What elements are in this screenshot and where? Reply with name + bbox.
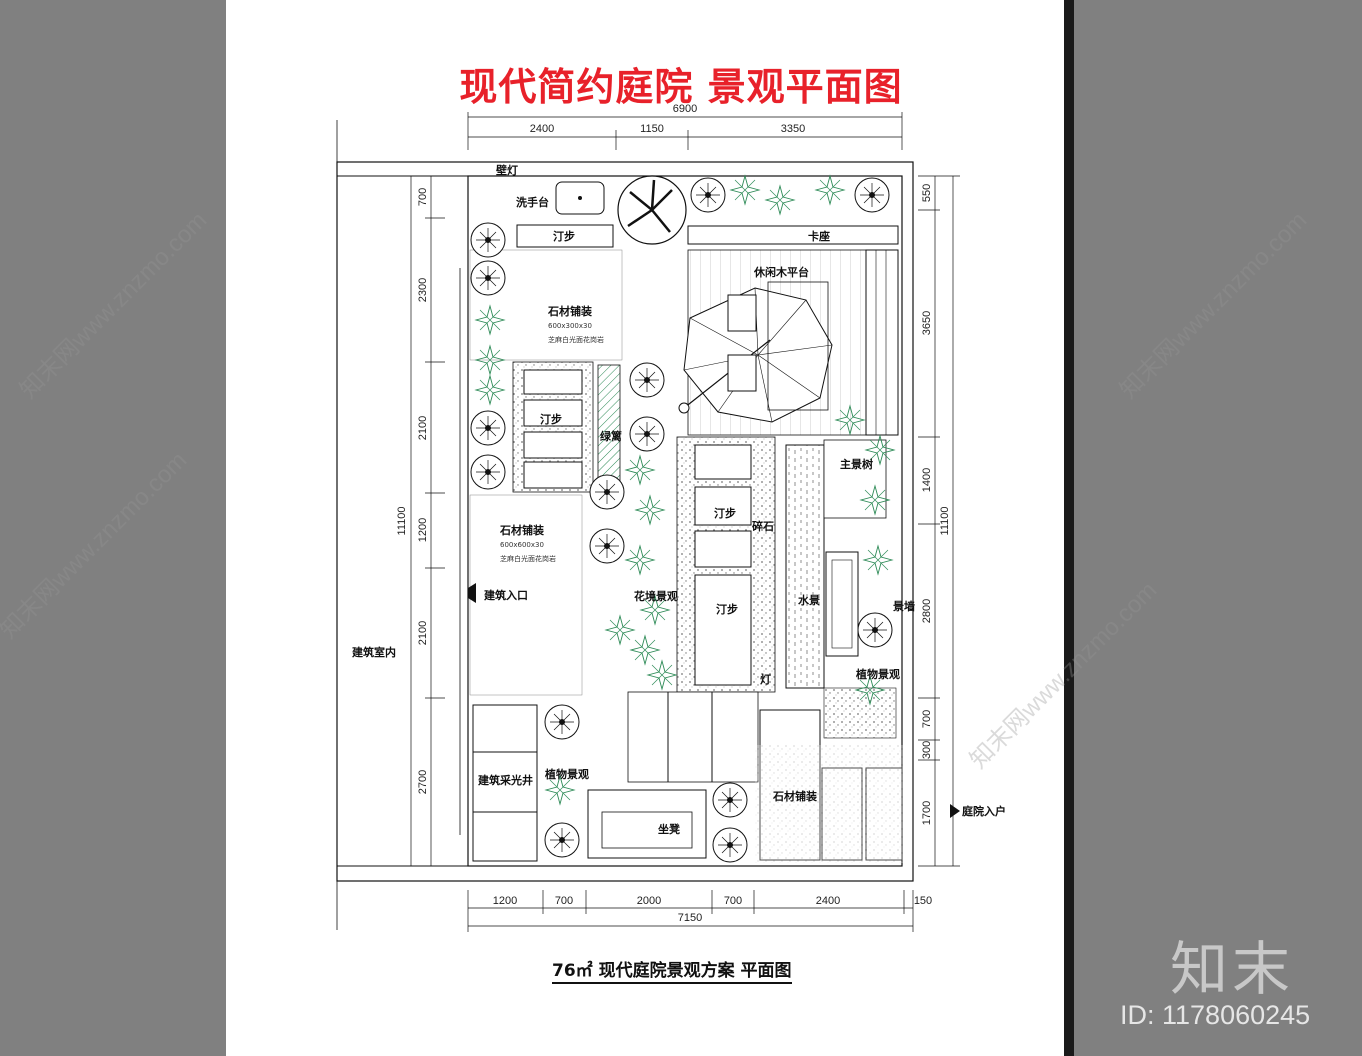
garden-boundary: [467, 175, 903, 867]
dim-right-c: 1400: [921, 468, 933, 492]
tree-icon: [690, 177, 726, 213]
dim-left-f: 2700: [417, 770, 429, 794]
label-gravel: 碎石: [752, 519, 774, 533]
label-stepping-stone-1: 汀步: [553, 229, 575, 243]
dim-bottom-e: 2400: [816, 895, 840, 907]
tree-icon: [629, 362, 665, 398]
label-garden-entry: 庭院入户: [962, 804, 1006, 818]
dim-right-a: 550: [921, 184, 933, 202]
drawing-title: 现代简约庭院 景观平面图: [459, 65, 903, 109]
dimension-left: [405, 175, 445, 867]
label-stone-paving-2-spec: 600x600x30: [500, 541, 544, 549]
label-stepping-stone-3: 汀步: [714, 506, 736, 520]
dim-left-b: 2300: [417, 278, 429, 302]
label-building-interior: 建筑室内: [352, 645, 396, 659]
label-wall-lamp: 壁灯: [496, 163, 518, 177]
dim-bottom-f: 150: [914, 895, 932, 907]
label-bench: 坐凳: [658, 822, 681, 836]
tree-icon: [470, 410, 506, 446]
label-wash-basin: 洗手台: [516, 195, 549, 209]
plan-caption: 76㎡ 现代庭院景观方案 平面图: [552, 956, 792, 984]
dim-bottom-a: 1200: [493, 895, 517, 907]
label-building-entry: 建筑入口: [484, 588, 528, 602]
dim-left-total: 11100: [396, 507, 408, 536]
table-icon: [767, 281, 829, 411]
label-main-tree: 主景树: [840, 457, 873, 471]
dim-left-e: 2100: [417, 621, 429, 645]
label-green-strip: 绿篱: [600, 429, 622, 443]
tree-icon: [589, 528, 625, 564]
label-stone-paving-1: 石材铺装: [547, 304, 592, 318]
dim-bottom-b: 700: [555, 895, 573, 907]
tree-icon: [470, 222, 506, 258]
label-stone-paving-3: 石材铺装: [772, 789, 817, 803]
dimension-top: [467, 112, 903, 150]
dim-right-g: 1700: [921, 801, 933, 825]
label-lightwell: 建筑采光井: [478, 773, 533, 787]
dim-bottom-c: 2000: [637, 895, 661, 907]
label-flower-bed: 花境景观: [634, 589, 678, 603]
garden-entry-arrow: [950, 804, 960, 818]
dim-right-b: 3650: [921, 311, 933, 335]
dimension-right: [918, 175, 960, 867]
label-stone-paving-1-spec: 600x300x30: [548, 322, 592, 330]
stepping-stone-top: [516, 224, 614, 248]
image-id: ID: 1178060245: [1120, 1000, 1311, 1030]
tree-icon: [470, 454, 506, 490]
dim-right-total: 11100: [939, 507, 951, 536]
tree-icon: [629, 416, 665, 452]
dim-right-e: 700: [921, 710, 933, 728]
label-feature-wall: 景墙: [892, 599, 915, 613]
tree-icon: [857, 612, 893, 648]
label-stone-paving-1-note: 芝麻白光面花岗岩: [548, 335, 604, 344]
dim-top-total: 6900: [673, 103, 697, 115]
dim-right-d: 2800: [921, 599, 933, 623]
label-plant-landscape-1: 植物景观: [855, 667, 900, 681]
label-leisure-deck: 休闲木平台: [753, 265, 809, 279]
label-stepping-stone-4: 汀步: [716, 602, 738, 616]
dim-top-c: 3350: [781, 123, 805, 135]
tree-icon: [712, 782, 748, 818]
tree-icon: [589, 474, 625, 510]
booth: [687, 225, 899, 245]
dim-left-d: 1200: [417, 518, 429, 542]
tree-icon: [544, 704, 580, 740]
chair-icon: [727, 294, 757, 332]
label-water-feature: 水景: [798, 593, 820, 607]
lightwell: [472, 704, 538, 862]
chair-icon: [727, 354, 757, 392]
brand-logo: 知末: [1170, 935, 1295, 1003]
dim-bottom-d: 700: [724, 895, 742, 907]
building-entry-arrow: [468, 583, 476, 603]
tree-icon: [470, 260, 506, 296]
water-feature: [785, 444, 825, 689]
stone-paving-2: [469, 494, 583, 696]
dim-top-b: 1150: [640, 123, 664, 135]
label-stepping-stone-2: 汀步: [540, 412, 562, 426]
feature-tree-icon: [617, 175, 687, 245]
sheet-edge-bar: [1064, 0, 1074, 1056]
label-plant-landscape-2: 植物景观: [544, 767, 589, 781]
dim-bottom-total: 7150: [678, 912, 702, 924]
label-stone-paving-2: 石材铺装: [499, 523, 544, 537]
tree-icon: [712, 827, 748, 863]
tree-icon: [854, 177, 890, 213]
dim-left-a: 700: [417, 188, 429, 206]
label-stone-paving-2-note: 芝麻白光面花岗岩: [500, 554, 556, 563]
dimension-bottom: [467, 890, 914, 932]
tree-icon: [544, 822, 580, 858]
dim-right-f: 300: [921, 741, 933, 759]
label-booth: 卡座: [808, 229, 830, 243]
dim-top-a: 2400: [530, 123, 554, 135]
label-lamp: 灯: [760, 672, 771, 686]
dim-left-c: 2100: [417, 416, 429, 440]
